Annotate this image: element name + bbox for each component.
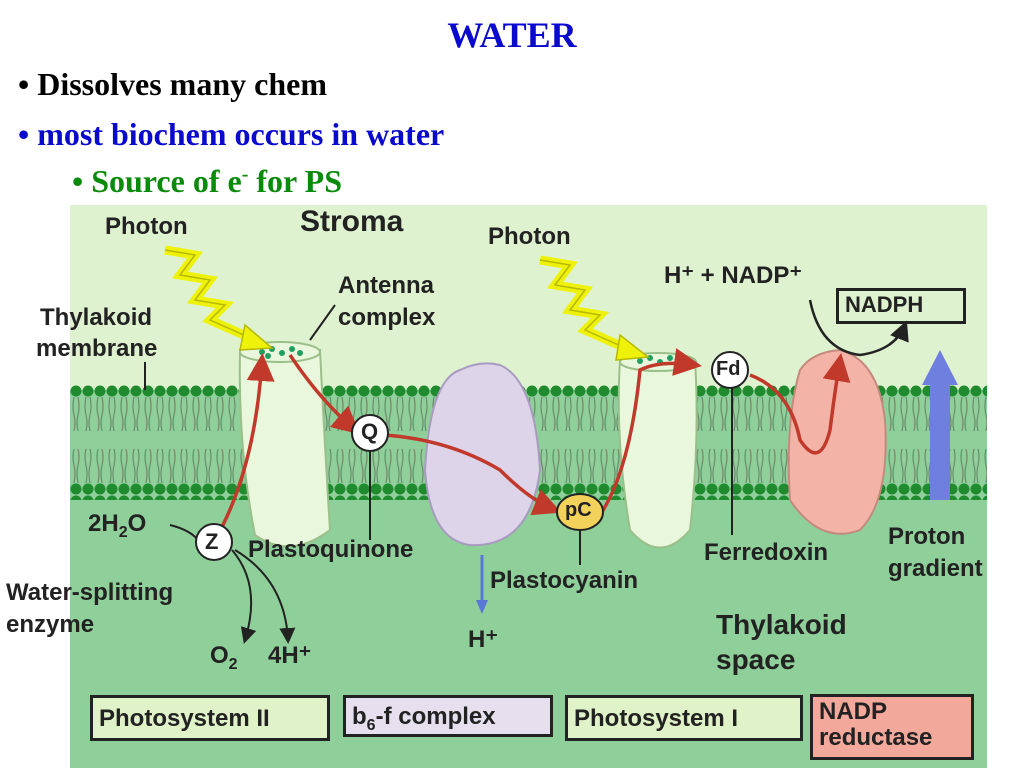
plastocyanin-label: Plastocyanin — [490, 567, 639, 594]
h2o-sub: 2 — [118, 523, 128, 541]
sub-bullet-source-electrons: • Source of e- for PS — [72, 163, 342, 200]
nadp-reductase-line2: reductase — [819, 724, 933, 752]
h-plus-label: H⁺ — [468, 626, 498, 653]
b6f-complex-shape — [423, 362, 542, 547]
q-label: Q — [361, 419, 379, 444]
h-nadp-label: H⁺ + NADP⁺ — [664, 262, 803, 289]
sub-bullet-sup: - — [241, 163, 249, 186]
z-label: Z — [205, 529, 219, 554]
h2o-pre: 2H — [88, 510, 119, 537]
water-splitting-curve-o2 — [231, 549, 257, 644]
pc-ellipse — [556, 493, 604, 531]
fd-label: Fd — [716, 358, 741, 380]
electron-path-ps2-to-q — [288, 354, 361, 435]
proton-gradient-label-line1: Proton — [888, 523, 966, 550]
water-splitting-curve-h — [234, 549, 296, 644]
q-carrier-circle — [351, 414, 389, 452]
antenna-label-line2: complex — [338, 304, 436, 331]
thylakoid-membrane-label-line2: membrane — [36, 335, 158, 362]
h-plus-down-arrowhead — [476, 600, 488, 614]
electron-path-pc-to-ps1 — [598, 348, 702, 516]
nadph-box: NADPH — [836, 288, 966, 324]
sub-bullet-prefix: • Source of e — [72, 163, 242, 199]
water-splitting-label-line1: Water-splitting — [6, 579, 174, 606]
bullet-biochem-water: • most biochem occurs in water — [18, 116, 445, 152]
nadph-curved-arrow — [808, 299, 909, 357]
water-formula-label: 2H2O — [88, 511, 146, 542]
legend-photosystem-1: Photosystem I — [565, 695, 803, 741]
electron-path-z-to-ps2 — [213, 353, 275, 541]
proton-gradient-label-line2: gradient — [888, 555, 983, 582]
fd-circle — [711, 351, 749, 389]
o2-label: O2 — [210, 643, 238, 674]
bullet-dissolves: • Dissolves many chem — [18, 66, 327, 102]
four-h-plus-label: 4H⁺ — [268, 642, 312, 669]
z-circle — [195, 523, 233, 561]
antenna-label-line1: Antenna — [338, 272, 434, 299]
b6f-post: -f complex — [375, 703, 496, 730]
antenna-leader-line — [309, 304, 336, 341]
photon-label-right: Photon — [488, 223, 571, 250]
slide-title: WATER — [447, 15, 577, 55]
o2-pre: O — [210, 642, 229, 669]
thylakoid-space-label-line1: Thylakoid — [716, 609, 847, 640]
thylakoid-membrane-label-line1: Thylakoid — [40, 304, 153, 331]
sub-bullet-suffix: for PS — [248, 163, 342, 199]
thylakoid-space-label-line2: space — [716, 644, 796, 675]
stroma-label: Stroma — [300, 205, 404, 238]
photosystem-2-shape — [238, 349, 332, 548]
proton-gradient-arrowhead — [922, 350, 958, 385]
legend-photosystem-2: Photosystem II — [90, 695, 330, 741]
o2-sub: 2 — [228, 655, 238, 673]
water-splitting-label-line2: enzyme — [6, 611, 95, 638]
electron-path-q-to-pc — [384, 433, 562, 516]
h2o-post: O — [127, 510, 147, 537]
plastoquinone-label: Plastoquinone — [248, 536, 414, 563]
legend-b6f-complex: b6-f complex — [343, 695, 553, 737]
photon-label-left: Photon — [105, 213, 188, 240]
photosystem-1-shape — [617, 359, 698, 549]
b6f-sub: 6 — [366, 716, 376, 734]
photon-arrowhead-right — [615, 333, 650, 361]
nadp-reductase-line1: NADP — [819, 698, 888, 725]
photon-arrowhead-left — [239, 323, 274, 351]
proton-gradient-shaft — [930, 380, 950, 500]
ferredoxin-label: Ferredoxin — [704, 539, 829, 566]
pc-label: pC — [565, 499, 592, 521]
electron-path-fd-to-nadp — [749, 353, 851, 455]
b6f-pre: b — [352, 703, 367, 730]
